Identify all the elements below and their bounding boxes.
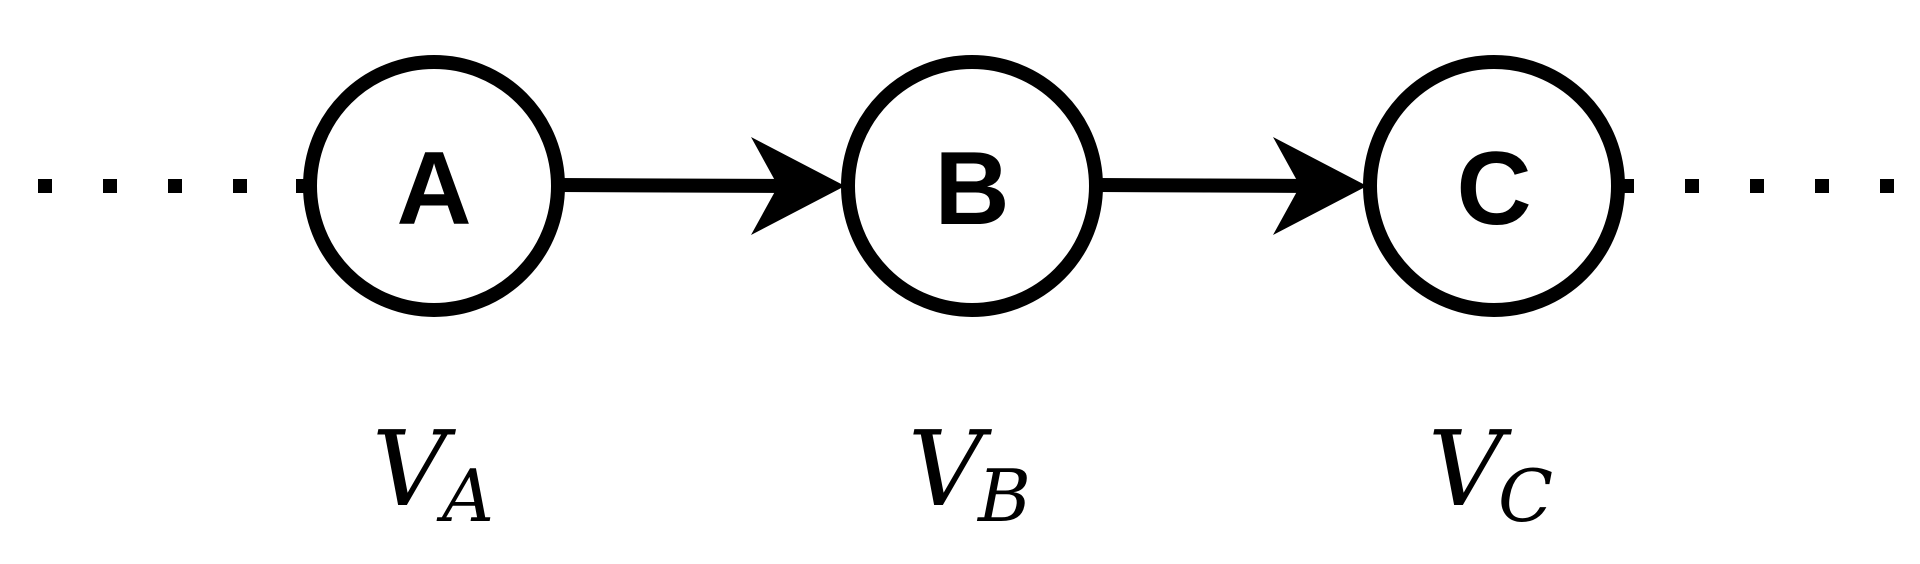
value-sub-c: C: [1498, 454, 1553, 538]
node-b: B: [841, 55, 1103, 317]
arrowhead-b-to-c: [1273, 137, 1367, 235]
value-label-a: V A: [372, 408, 494, 538]
value-label-b: V B: [908, 408, 1031, 538]
value-var-b: V: [908, 408, 992, 530]
node-c: C: [1363, 55, 1625, 317]
arrowhead-a-to-b: [751, 137, 845, 235]
node-a: A: [303, 55, 565, 317]
node-c-label: C: [1456, 131, 1531, 247]
node-b-label: B: [934, 131, 1009, 247]
value-label-c: V C: [1428, 408, 1553, 538]
value-sub-a: A: [436, 454, 494, 538]
right-continuation-dots: [1620, 179, 1894, 193]
left-continuation-dots: [38, 179, 310, 193]
value-sub-b: B: [976, 454, 1031, 538]
edge-b-to-c: [1097, 137, 1367, 235]
value-var-c: V: [1428, 408, 1512, 530]
node-a-label: A: [396, 131, 471, 247]
edge-a-to-b: [557, 137, 845, 235]
value-var-a: V: [372, 408, 456, 530]
